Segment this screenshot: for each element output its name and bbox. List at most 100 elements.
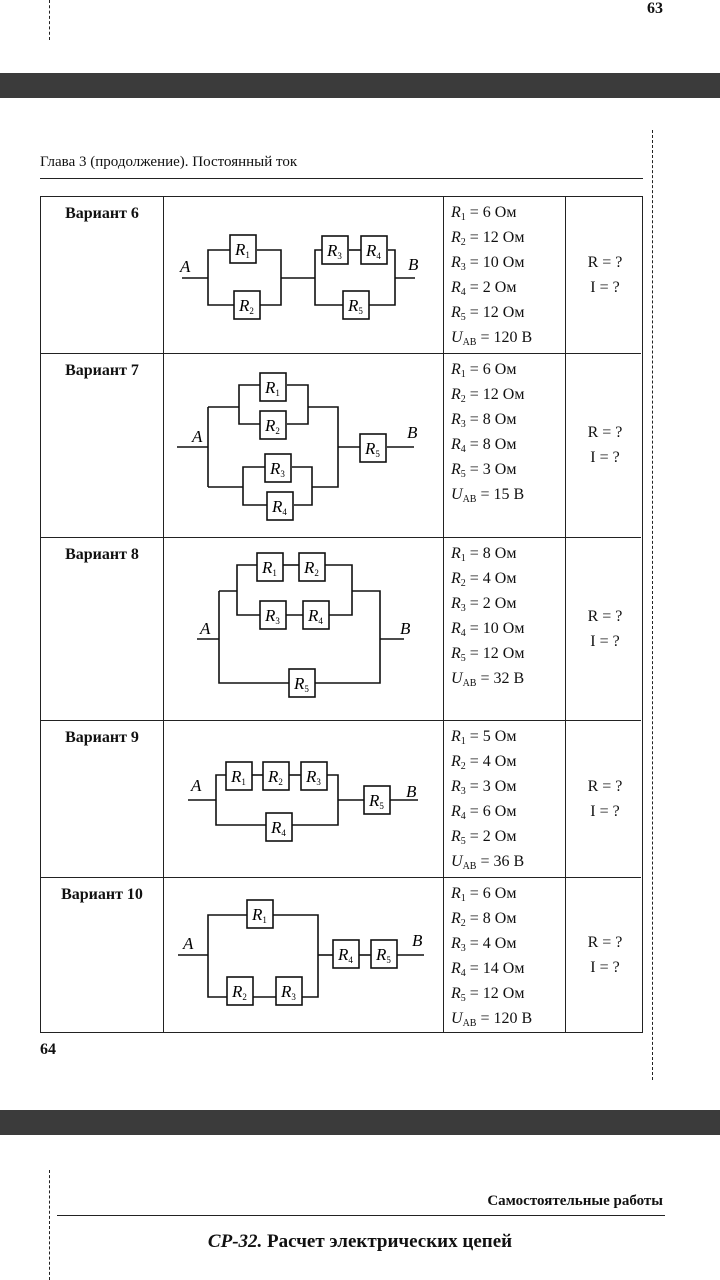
quantity-symbol: R: [451, 910, 461, 927]
given-value: R1 = 8 Ом: [451, 541, 563, 566]
quantity-value: = 12 Ом: [465, 304, 525, 321]
unknown: R = ?: [587, 424, 623, 441]
quantity-subscript: 5: [460, 469, 466, 480]
quantity-symbol: R: [451, 960, 461, 977]
quantity-symbol: R: [451, 254, 461, 271]
quantity-subscript: 1: [460, 893, 466, 904]
given-value: R5 = 2 Ом: [451, 824, 563, 849]
quantity-symbol: R: [451, 885, 461, 902]
wire: [315, 590, 381, 684]
quantity-subscript: 2: [460, 237, 466, 248]
resistor-r3: R3: [264, 453, 292, 483]
quantity-value: = 5 Ом: [465, 728, 517, 745]
quantity-value: = 12 Ом: [465, 645, 525, 662]
given-value: R1 = 6 Ом: [451, 881, 563, 906]
given-value: R5 = 3 Ом: [451, 457, 563, 482]
quantity-symbol: R: [451, 645, 461, 662]
quantity-subscript: 1: [460, 553, 466, 564]
unknown: I = ?: [590, 449, 620, 466]
quantity-subscript: 4: [460, 811, 466, 822]
quantity-symbol: R: [451, 728, 461, 745]
quantity-symbol: R: [451, 304, 461, 321]
quantity-symbol: R: [451, 595, 461, 612]
wire: [236, 564, 260, 616]
wire: [242, 466, 267, 506]
node-a: A: [191, 427, 203, 446]
quantity-subscript: 3: [460, 943, 466, 954]
quantity-symbol: U: [451, 670, 463, 687]
wire: [325, 564, 353, 616]
given-value: UAB = 32 В: [451, 666, 563, 691]
quantity-subscript: 5: [460, 993, 466, 1004]
wire: [218, 591, 289, 684]
resistor-r1: R1: [225, 761, 253, 791]
given-value: R3 = 10 Ом: [451, 250, 563, 275]
quantity-subscript: 2: [460, 761, 466, 772]
quantity-symbol: U: [451, 486, 463, 503]
quantity-subscript: 5: [460, 312, 466, 323]
running-head: Самостоятельные работы: [487, 1193, 663, 1209]
cut-mark: [49, 0, 50, 40]
section-title-text: Расчет электрических цепей: [262, 1231, 513, 1252]
quantity-symbol: R: [451, 386, 461, 403]
quantity-symbol: R: [451, 461, 461, 478]
cut-mark: [49, 1170, 50, 1280]
quantity-subscript: 1: [460, 736, 466, 747]
section-title: СР-32. Расчет электрических цепей: [0, 1231, 720, 1253]
page-number: 63: [647, 0, 663, 17]
quantity-symbol: R: [451, 361, 461, 378]
given-value: UAB = 120 В: [451, 1006, 563, 1031]
wire: [287, 384, 309, 425]
chapter-header: Глава 3 (продолжение). Постоянный ток: [40, 154, 298, 170]
quantity-value: = 120 В: [476, 1010, 533, 1027]
quantity-value: = 8 Ом: [465, 545, 517, 562]
resistor-r5: R5: [363, 785, 391, 815]
header-rule: [40, 178, 643, 179]
resistor-r1: R1: [259, 372, 287, 402]
given-value: R3 = 2 Ом: [451, 591, 563, 616]
resistor-r2: R2: [259, 410, 287, 440]
given-value: R5 = 12 Ом: [451, 300, 563, 325]
quantity-value: = 2 Ом: [465, 279, 517, 296]
resistor-r5: R5: [359, 433, 387, 463]
variant-title: Вариант 8: [65, 546, 139, 563]
quantity-value: = 2 Ом: [465, 595, 517, 612]
cut-mark: [652, 130, 653, 1080]
quantity-value: = 12 Ом: [465, 229, 525, 246]
quantity-subscript: AB: [462, 1018, 477, 1029]
section-code: СР-32.: [207, 1231, 263, 1252]
resistor-r2: R2: [298, 552, 326, 582]
quantity-value: = 6 Ом: [465, 361, 517, 378]
column-divider: [163, 197, 164, 1032]
unknown: R = ?: [587, 933, 623, 951]
resistor-r2: R2: [226, 976, 254, 1006]
quantity-value: = 6 Ом: [465, 885, 517, 902]
page-65: Самостоятельные работы СР-32. Расчет эле…: [0, 1135, 720, 1280]
resistor-r4: R4: [332, 939, 360, 969]
quantity-subscript: AB: [462, 861, 477, 872]
given-value: R3 = 8 Ом: [451, 407, 563, 432]
given-value: R4 = 10 Ом: [451, 616, 563, 641]
quantity-subscript: 1: [460, 369, 466, 380]
resistor-r3: R3: [321, 235, 349, 265]
quantity-subscript: 4: [460, 287, 466, 298]
quantity-value: = 6 Ом: [465, 204, 517, 221]
quantity-symbol: R: [451, 778, 461, 795]
unknowns: R = ?I = ?: [567, 250, 643, 300]
page-63: 63: [0, 0, 720, 73]
quantity-symbol: R: [451, 620, 461, 637]
quantity-symbol: R: [451, 545, 461, 562]
column-divider: [443, 197, 444, 1032]
quantity-subscript: 3: [460, 603, 466, 614]
quantity-subscript: 3: [460, 262, 466, 273]
quantity-subscript: AB: [462, 337, 477, 348]
given-value: UAB = 36 В: [451, 849, 563, 874]
quantity-subscript: 1: [460, 212, 466, 223]
